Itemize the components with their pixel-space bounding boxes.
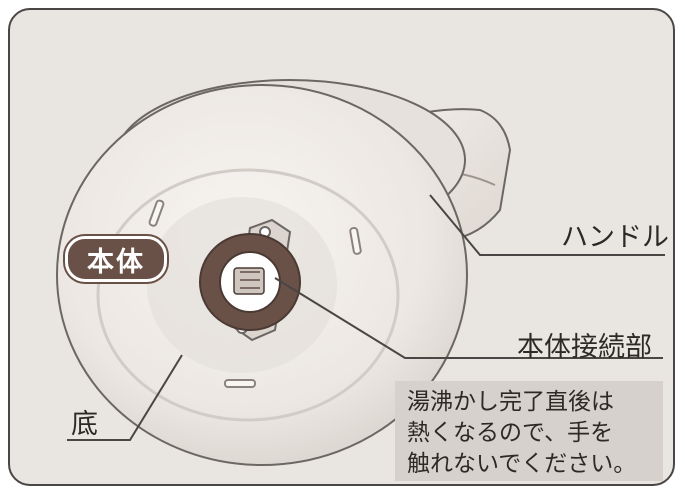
body-connector xyxy=(199,233,301,331)
caution-box: 湯沸かし完了直後は 熱くなるので、手を 触れないでください。 xyxy=(395,381,663,481)
caution-line-1: 湯沸かし完了直後は xyxy=(407,389,614,415)
base-ring xyxy=(96,168,400,422)
leader-connector xyxy=(274,277,663,359)
bottom-label: 底 xyxy=(71,409,98,440)
caution-line-3: 触れないでください。 xyxy=(407,451,637,477)
body-badge: 本体 xyxy=(65,236,167,282)
base-feet xyxy=(148,199,362,388)
kettle-illustration xyxy=(56,79,665,466)
leader-bottom xyxy=(67,354,183,441)
caution-line-2: 熱くなるので、手を xyxy=(407,420,614,446)
leader-handle xyxy=(429,194,665,256)
diagram-frame: 本体 ハンドル 本体接続部 底 湯沸かし完了直後は 熱くなるので、手を 触れない… xyxy=(8,8,675,486)
connector-label: 本体接続部 xyxy=(517,332,652,363)
handle-label: ハンドル xyxy=(561,222,669,253)
leader-lines xyxy=(67,194,665,441)
